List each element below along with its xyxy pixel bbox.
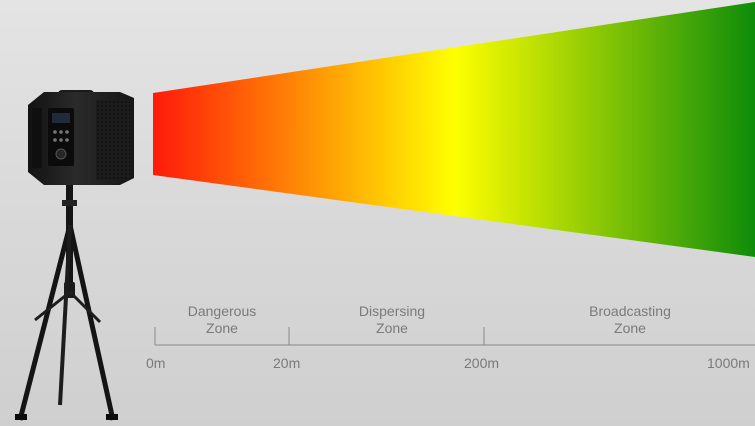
zone-label-line2: Zone bbox=[206, 320, 238, 336]
zone-label-dispersing: Dispersing Zone bbox=[322, 303, 462, 337]
zone-label-line1: Dispersing bbox=[358, 303, 426, 319]
tripod-stand-icon bbox=[15, 170, 118, 421]
portable-pa-speaker-icon bbox=[28, 90, 134, 185]
zone-label-line1: Dangerous bbox=[187, 303, 257, 319]
distance-label-0m: 0m bbox=[146, 355, 166, 371]
zone-label-line2: Zone bbox=[614, 320, 646, 336]
distance-label-20m: 20m bbox=[273, 355, 301, 371]
distance-label-200m: 200m bbox=[464, 355, 500, 371]
distance-scale bbox=[154, 327, 755, 346]
zone-label-line2: Zone bbox=[376, 320, 408, 336]
zone-label-line1: Broadcasting bbox=[589, 303, 671, 319]
zone-label-broadcasting: Broadcasting Zone bbox=[560, 303, 700, 337]
zone-label-dangerous: Dangerous Zone bbox=[152, 303, 292, 337]
distance-label-1000m: 1000m bbox=[707, 355, 750, 371]
sound-coverage-beam bbox=[153, 2, 755, 257]
